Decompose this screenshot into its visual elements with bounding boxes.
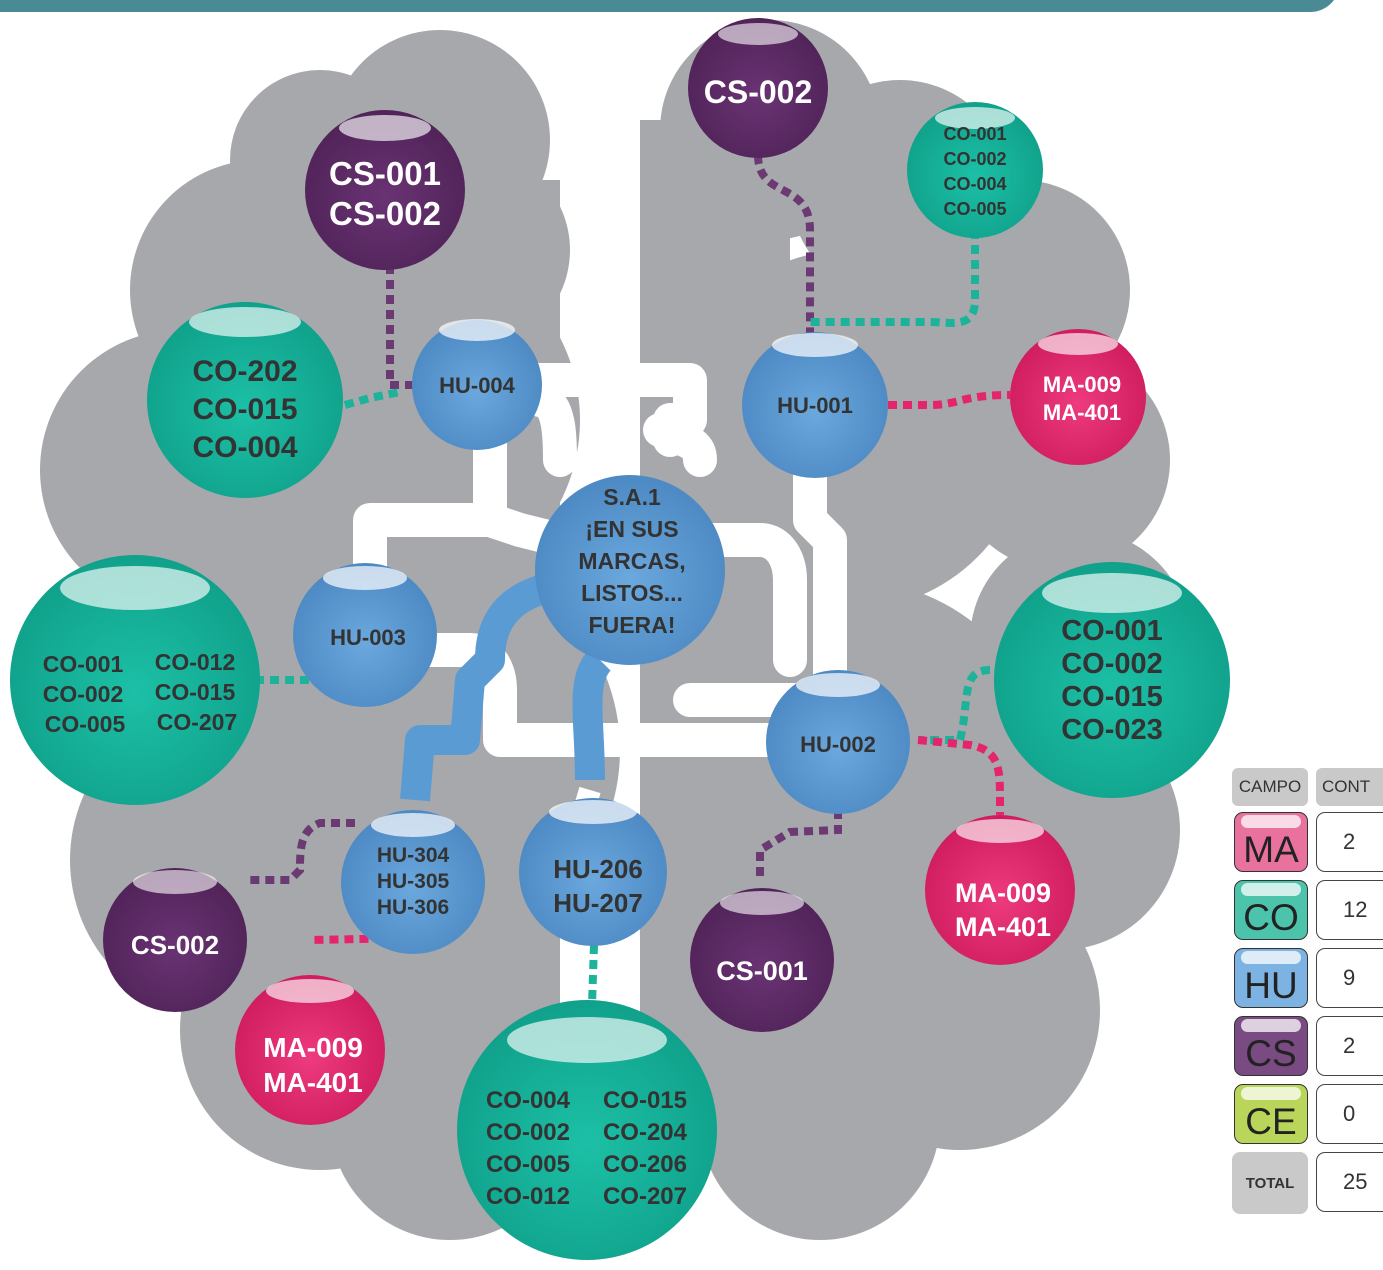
co-right-label-4: CO-023	[1061, 714, 1163, 746]
legend-row-total: TOTAL 25	[1232, 1152, 1383, 1216]
center-label-2: ¡EN SUS	[585, 516, 678, 542]
node-co-top-right[interactable]: CO-001 CO-002 CO-004 CO-005	[907, 102, 1043, 238]
legend-row-hu: HU 9	[1232, 948, 1383, 1012]
legend-code-co: CO	[1243, 897, 1299, 938]
legend-code-ma: MA	[1243, 829, 1299, 870]
brain-fissure	[583, 56, 624, 484]
cs-top-left-label-1: CS-001	[329, 155, 441, 192]
header-bar	[0, 0, 1340, 12]
legend-total-value: 25	[1316, 1152, 1383, 1212]
co-left-label-4: CO-012	[155, 649, 236, 675]
legend-chip-co: CO	[1234, 880, 1308, 940]
co-left-upper-label-2: CO-015	[192, 393, 297, 426]
legend-chip-ma: MA	[1234, 812, 1308, 872]
legend-chip-hu: HU	[1234, 948, 1308, 1008]
legend-code-hu: HU	[1244, 965, 1298, 1006]
co-right-label-3: CO-015	[1061, 681, 1163, 713]
node-hu004[interactable]: HU-004	[412, 319, 542, 450]
node-co-left-upper[interactable]: CO-202 CO-015 CO-004	[147, 302, 343, 498]
node-ma-right-upper[interactable]: MA-009 MA-401	[1010, 329, 1146, 465]
co-bottom-label-4: CO-012	[486, 1183, 570, 1210]
node-hu304[interactable]: HU-304 HU-305 HU-306	[341, 810, 485, 954]
legend-row-cs: CS 2	[1232, 1016, 1383, 1080]
legend-chip-ce: CE	[1234, 1084, 1308, 1144]
ma-bottom-left-label-1: MA-009	[263, 1032, 363, 1063]
legend-row-co: CO 12	[1232, 880, 1383, 944]
co-bottom-label-8: CO-207	[603, 1183, 687, 1210]
co-top-right-label-4: CO-005	[943, 199, 1006, 219]
legend-row-ce: CE 0	[1232, 1084, 1383, 1148]
legend-count-co: 12	[1316, 880, 1383, 940]
co-bottom-label-5: CO-015	[603, 1087, 687, 1114]
legend-code-ce: CE	[1245, 1101, 1297, 1142]
node-cs-top-left[interactable]: CS-001 CS-002	[305, 110, 465, 270]
ma-right-lower-label-1: MA-009	[955, 878, 1051, 908]
co-top-right-label-1: CO-001	[943, 124, 1006, 144]
blue-pipes	[400, 575, 612, 802]
hu304-label-3: HU-306	[377, 896, 449, 919]
node-hu206[interactable]: HU-206 HU-207	[519, 798, 667, 946]
co-bottom-label-3: CO-005	[486, 1151, 570, 1178]
node-ma-bottom-left[interactable]: MA-009 MA-401	[235, 975, 385, 1125]
cs-bottom-mid-label: CS-001	[716, 956, 808, 986]
node-hu002[interactable]: HU-002	[766, 670, 910, 814]
node-hu003[interactable]: HU-003	[293, 563, 437, 707]
co-bottom-label-6: CO-204	[603, 1119, 688, 1146]
node-hu001[interactable]: HU-001	[742, 332, 888, 478]
cs-bottom-left-label: CS-002	[131, 930, 219, 960]
co-top-right-label-3: CO-004	[943, 174, 1006, 194]
legend-code-cs: CS	[1245, 1033, 1297, 1074]
ma-right-lower-label-2: MA-401	[955, 912, 1051, 942]
ma-bottom-left-label-2: MA-401	[263, 1067, 363, 1098]
legend-count-hu: 9	[1316, 948, 1383, 1008]
hu304-label-2: HU-305	[377, 870, 450, 893]
co-bottom-label-7: CO-206	[603, 1151, 687, 1178]
co-left-upper-label-1: CO-202	[192, 355, 297, 388]
cs-top-right-label: CS-002	[704, 74, 813, 110]
center-label-3: MARCAS,	[578, 548, 685, 574]
hu004-label: HU-004	[439, 373, 516, 398]
legend-count-ma: 2	[1316, 812, 1383, 872]
hu206-label-1: HU-206	[553, 854, 643, 884]
legend-header-count: CONT	[1316, 768, 1383, 806]
cs-top-left-label-2: CS-002	[329, 195, 441, 232]
node-center[interactable]: S.A.1 ¡EN SUS MARCAS, LISTOS... FUERA!	[535, 475, 725, 665]
co-left-label-1: CO-001	[43, 651, 124, 677]
legend-header-campo: CAMPO	[1232, 768, 1308, 806]
co-right-label-2: CO-002	[1061, 648, 1163, 680]
co-left-label-3: CO-005	[45, 711, 126, 737]
co-right-label-1: CO-001	[1061, 615, 1163, 647]
hu003-label: HU-003	[330, 625, 406, 650]
node-cs-bottom-left[interactable]: CS-002	[103, 868, 247, 1012]
center-label-4: LISTOS...	[581, 580, 683, 606]
node-cs-bottom-mid[interactable]: CS-001	[690, 888, 834, 1032]
node-cs-top-right[interactable]: CS-002	[688, 18, 828, 158]
co-left-label-6: CO-207	[157, 709, 238, 735]
legend-count-ce: 0	[1316, 1084, 1383, 1144]
co-left-label-2: CO-002	[43, 681, 124, 707]
hu001-label: HU-001	[777, 393, 853, 418]
ma-right-upper-label-2: MA-401	[1043, 400, 1121, 425]
co-bottom-label-1: CO-004	[486, 1087, 571, 1114]
node-ma-right-lower[interactable]: MA-009 MA-401	[925, 815, 1075, 965]
hu206-label-2: HU-207	[553, 888, 643, 918]
center-label-1: S.A.1	[603, 484, 661, 510]
node-co-right[interactable]: CO-001 CO-002 CO-015 CO-023	[994, 562, 1230, 798]
legend-row-ma: MA 2	[1232, 812, 1383, 876]
ma-right-upper-label-1: MA-009	[1043, 372, 1121, 397]
hu002-label: HU-002	[800, 732, 876, 757]
co-left-upper-label-3: CO-004	[192, 431, 297, 464]
co-bottom-label-2: CO-002	[486, 1119, 570, 1146]
co-top-right-label-2: CO-002	[943, 149, 1006, 169]
node-co-bottom[interactable]: CO-004 CO-002 CO-005 CO-012 CO-015 CO-20…	[457, 1000, 717, 1260]
co-left-label-5: CO-015	[155, 679, 236, 705]
center-label-5: FUERA!	[589, 612, 676, 638]
legend-total-label: TOTAL	[1232, 1152, 1308, 1214]
legend-count-cs: 2	[1316, 1016, 1383, 1076]
legend-chip-cs: CS	[1234, 1016, 1308, 1076]
node-co-left[interactable]: CO-001 CO-002 CO-005 CO-012 CO-015 CO-20…	[10, 555, 260, 805]
hu304-label-1: HU-304	[377, 844, 450, 867]
